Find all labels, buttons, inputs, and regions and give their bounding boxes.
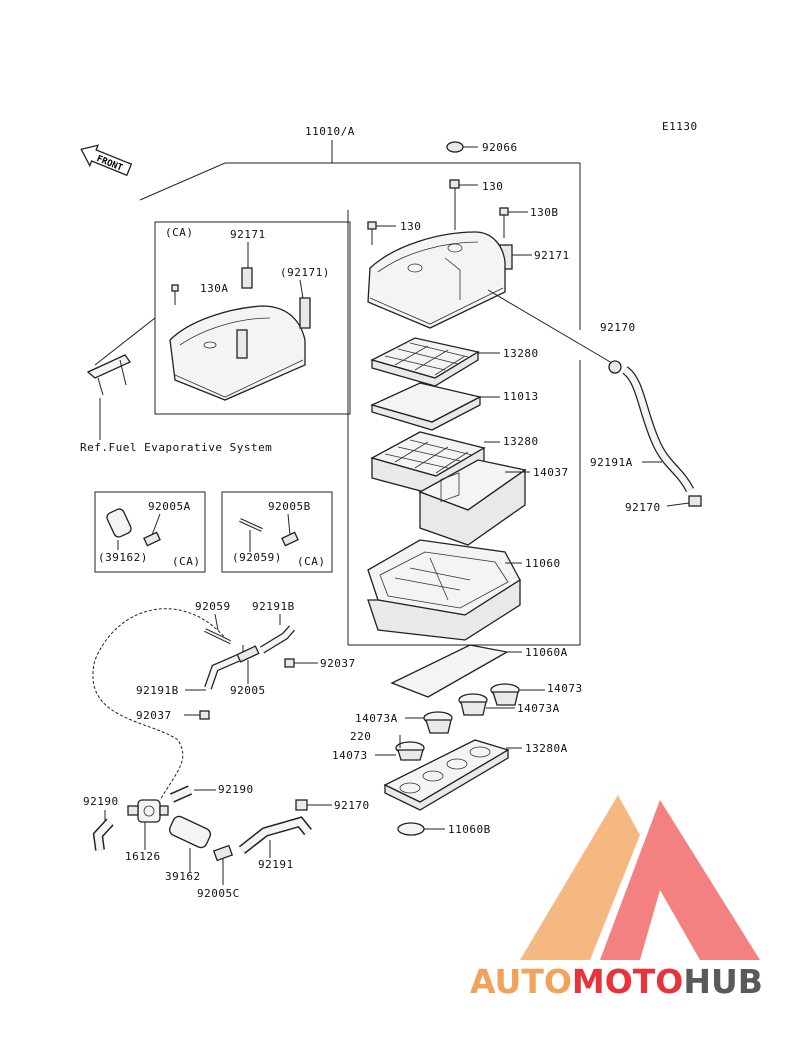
air-cleaner-base-11060 [367,539,521,641]
label-92171: 92171 [534,249,570,262]
label-14073-left: 14073 [332,749,368,762]
label-16126: 16126 [125,850,161,863]
front-arrow-icon: FRONT [80,144,133,177]
watermark-text: AUTOMOTOHUB [470,962,763,1001]
label-39162: 39162 [165,870,201,883]
clamp-92170-top [608,360,622,374]
air-cleaner-cover [367,231,506,329]
label-14073-right: 14073 [547,682,583,695]
filter-39162-ca [106,508,161,547]
watermark-part3: HUB [683,962,763,1001]
cap-92066 [446,141,478,153]
ca-box-2 [221,491,333,573]
label-92005c: 92005C [197,887,240,900]
label-13280b: 13280 [503,435,539,448]
label-92190-left: 92190 [83,795,119,808]
label-130b: 130B [530,206,559,219]
label-92190-right: 92190 [218,783,254,796]
clamp-92170-low [295,799,308,811]
hose-92190-right [169,785,193,803]
label-220: 220 [350,730,371,743]
tube-92059 [204,628,231,644]
label-92037-left: 92037 [136,709,172,722]
label-92037-right: 92037 [320,657,356,670]
filter-element-11013 [370,382,482,431]
hose-92191 [238,816,312,854]
label-14073a-right: 14073A [517,702,560,715]
label-11060: 11060 [525,557,561,570]
box1-tag: (CA) [172,555,201,568]
tube-92059-ca [239,518,299,547]
label-92059: 92059 [195,600,231,613]
funnel-14073a-left [423,711,453,734]
assembly-bracket-lower [348,360,581,646]
label-130-left: 130 [400,220,421,233]
ca-air-cleaner-cover [169,267,311,401]
label-92191a: 92191A [590,456,633,469]
gasket-11060a [390,644,509,698]
label-13280a: 13280A [525,742,568,755]
filter-39162 [168,815,212,849]
label-92066: 92066 [482,141,518,154]
bolt-130 [449,179,478,230]
assembly-label: 11010/A [305,125,355,138]
label-14073a-left: 14073A [355,712,398,725]
box2-part-top: 92005B [268,500,311,513]
bolt-130-left [367,221,396,245]
screen-13280-upper [370,337,480,387]
label-11013: 11013 [503,390,539,403]
ref-note: Ref.Fuel Evaporative System [80,441,272,454]
joint-92005 [236,645,260,663]
clamp-92037-right [284,658,295,668]
box1-part-bottom: (39162) [98,551,148,564]
label-92170-top: 92170 [600,321,636,334]
box1-part-top: 92005A [148,500,191,513]
label-92191b-left: 92191B [136,684,179,697]
funnel-14073-right [490,683,520,706]
funnel-14073-left [395,735,425,761]
watermark-part1: AUTO [470,962,572,1001]
label-14037: 14037 [533,466,569,479]
valve-16126 [127,799,169,823]
joint-92005c [212,844,234,862]
ca-box-1 [94,491,206,573]
ca-inset-tag: (CA) [165,226,194,239]
label-11060b: 11060B [448,823,491,836]
label-11060a: 11060A [525,646,568,659]
ca-inset-part-b: 130A [200,282,229,295]
bolt-130b [499,207,528,238]
label-92005: 92005 [230,684,266,697]
diagram-code: E1130 [662,120,698,133]
gasket-11060b [397,822,425,836]
label-13280: 13280 [503,347,539,360]
label-92191b-top: 92191B [252,600,295,613]
label-92170-low: 92170 [334,799,370,812]
plate-14037 [418,459,527,546]
hose-route-dashed [92,608,231,801]
watermark-part2: MOTO [572,962,683,1001]
funnel-14073a-right [458,693,488,716]
label-130-top: 130 [482,180,503,193]
watermark-logo-icon [520,795,760,960]
label-92191: 92191 [258,858,294,871]
clamp-92170-mid [688,495,702,507]
assembly-bracket [139,162,581,330]
holder-13280a [383,739,510,811]
box2-tag: (CA) [297,555,326,568]
hose-92190-left [92,818,114,851]
evap-bracket [86,317,156,396]
box2-part-bottom: (92059) [232,551,282,564]
clamp-92037-left [199,710,210,720]
bolt-130a [171,284,179,305]
ca-inset-part-c: (92171) [280,266,330,279]
ca-inset-part-a: 92171 [230,228,266,241]
label-92170-mid: 92170 [625,501,661,514]
